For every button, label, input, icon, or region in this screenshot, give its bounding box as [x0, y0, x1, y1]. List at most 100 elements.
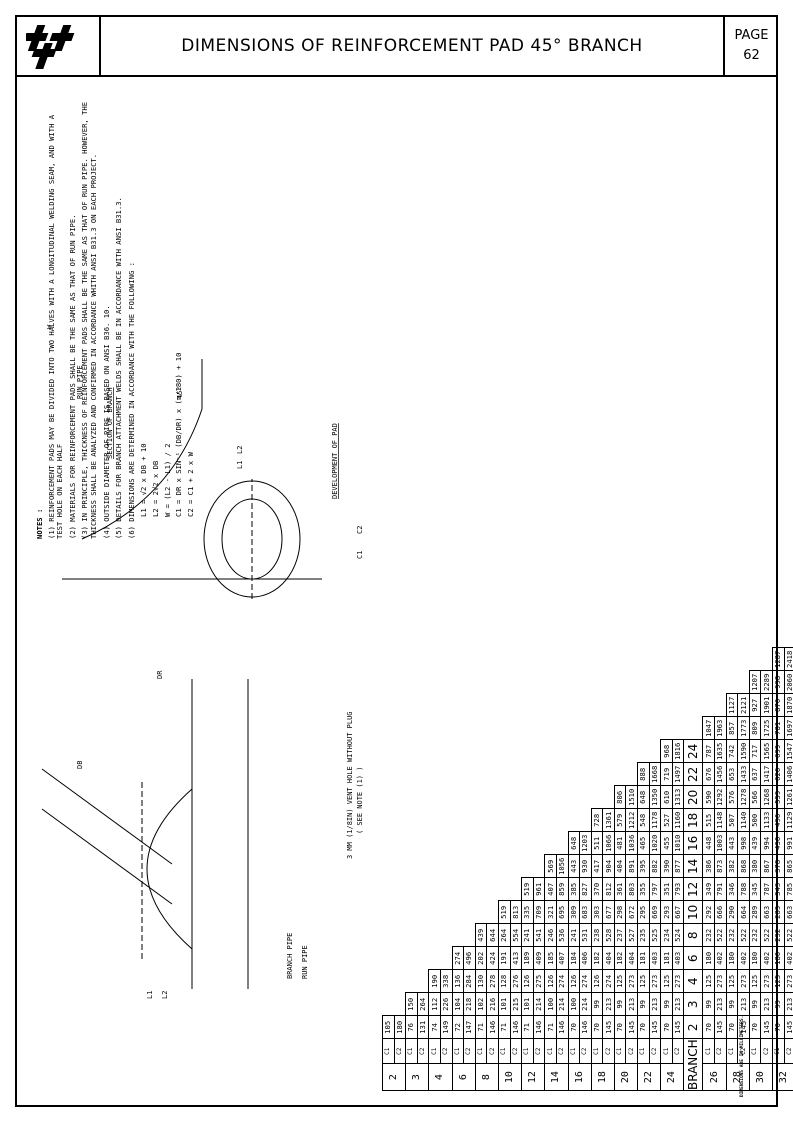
value-cell: 2418: [784, 647, 793, 671]
value-cell: 1261: [784, 785, 793, 809]
row-label-cell: C2: [417, 1038, 429, 1064]
run-size-cell: 32: [772, 1063, 793, 1091]
value-cell: 289: [749, 900, 761, 924]
row-label-cell: C1: [660, 1038, 673, 1064]
value-cell: 626: [772, 762, 785, 786]
row-label-cell: C2: [556, 1038, 568, 1064]
value-cell: 559: [772, 785, 785, 809]
branch-pipe-label: BRANCH PIPE: [286, 933, 294, 979]
row-label-cell: C2: [760, 1038, 773, 1064]
branch-size-cell: 12: [683, 877, 703, 901]
value-cell: 105: [382, 1015, 395, 1039]
see-note: ( SEE NOTE (1) ): [356, 767, 364, 834]
run-size-cell: 10: [498, 1063, 522, 1091]
value-cell: 70: [726, 1015, 738, 1039]
value-cell: 273: [737, 969, 750, 993]
page-title: DIMENSIONS OF REINFORCEMENT PAD 45° BRAN…: [101, 15, 725, 77]
value-cell: 190: [428, 969, 441, 993]
run-size-cell: 12: [521, 1063, 545, 1091]
value-cell: 1268: [760, 785, 773, 809]
branch-size-cell: 6: [683, 946, 703, 970]
row-label-cell: C1: [428, 1038, 441, 1064]
dim-l1b: L1: [236, 461, 244, 469]
value-cell: 378: [772, 854, 785, 878]
value-cell: 2060: [784, 670, 793, 694]
value-cell: 99: [702, 992, 715, 1016]
value-cell: 991: [784, 831, 793, 855]
value-cell: 809: [749, 716, 761, 740]
value-cell: 146: [533, 1015, 545, 1039]
value-cell: 213: [649, 992, 661, 1016]
value-cell: 785: [784, 877, 793, 901]
value-cell: 390: [660, 854, 673, 878]
value-cell: 213: [714, 992, 727, 1016]
value-cell: 234: [660, 923, 673, 947]
value-cell: 439: [475, 923, 487, 947]
value-cell: 70: [568, 1015, 580, 1039]
value-cell: 214: [579, 992, 592, 1016]
row-label-cell: C2: [486, 1038, 499, 1064]
value-cell: 99: [749, 992, 761, 1016]
run-size-cell: 26: [702, 1063, 727, 1091]
value-cell: 481: [614, 831, 626, 855]
value-cell: 1020: [649, 831, 661, 855]
value-cell: 1313: [672, 785, 684, 809]
branch-pipe-line: [41, 808, 173, 905]
value-cell: 873: [714, 854, 727, 878]
page-box: PAGE 62: [725, 15, 778, 77]
value-cell: 528: [602, 923, 615, 947]
value-cell: 99: [591, 992, 603, 1016]
row-label-cell: C1: [405, 1038, 418, 1064]
value-cell: 100: [544, 992, 557, 1016]
value-cell: 443: [726, 831, 738, 855]
value-cell: 125: [614, 969, 626, 993]
branch-size-cell: 22: [683, 762, 703, 786]
value-cell: 1010: [672, 831, 684, 855]
value-cell: 525: [649, 923, 661, 947]
value-cell: 927: [749, 693, 761, 717]
value-cell: 213: [737, 992, 750, 1016]
value-cell: 274: [579, 969, 592, 993]
run-size-cell: 22: [637, 1063, 661, 1091]
value-cell: 274: [452, 946, 464, 970]
value-cell: 70: [660, 1015, 673, 1039]
value-cell: 1433: [737, 762, 750, 786]
company-logo: [15, 15, 101, 77]
value-cell: 699: [772, 739, 785, 763]
value-cell: 683: [579, 900, 592, 924]
value-cell: 436: [772, 831, 785, 855]
row-label-cell: C2: [579, 1038, 592, 1064]
section-pad-curve: [81, 408, 203, 540]
value-cell: 213: [672, 992, 684, 1016]
run-size-cell: 14: [544, 1063, 568, 1091]
page-label: PAGE: [734, 28, 769, 43]
value-cell: 496: [772, 808, 785, 832]
value-cell: 238: [591, 923, 603, 947]
value-cell: 361: [614, 877, 626, 901]
branch-size-cell: 18: [683, 808, 703, 832]
value-cell: 126: [591, 969, 603, 993]
value-cell: 70: [749, 1015, 761, 1039]
value-cell: 742: [726, 739, 738, 763]
value-cell: 274: [556, 969, 568, 993]
value-cell: 125: [660, 969, 673, 993]
value-cell: 2121: [737, 693, 750, 717]
value-cell: 180: [394, 1015, 406, 1039]
value-cell: 1212: [625, 808, 638, 832]
run-size-cell: 2: [382, 1063, 406, 1091]
run-pipe-label: RUN PIPE: [301, 945, 309, 979]
row-label-cell: C2: [463, 1038, 476, 1064]
value-cell: 70: [614, 1015, 626, 1039]
value-cell: 590: [702, 785, 715, 809]
value-cell: 345: [749, 877, 761, 901]
value-cell: 150: [405, 992, 418, 1016]
row-label-cell: C1: [637, 1038, 650, 1064]
